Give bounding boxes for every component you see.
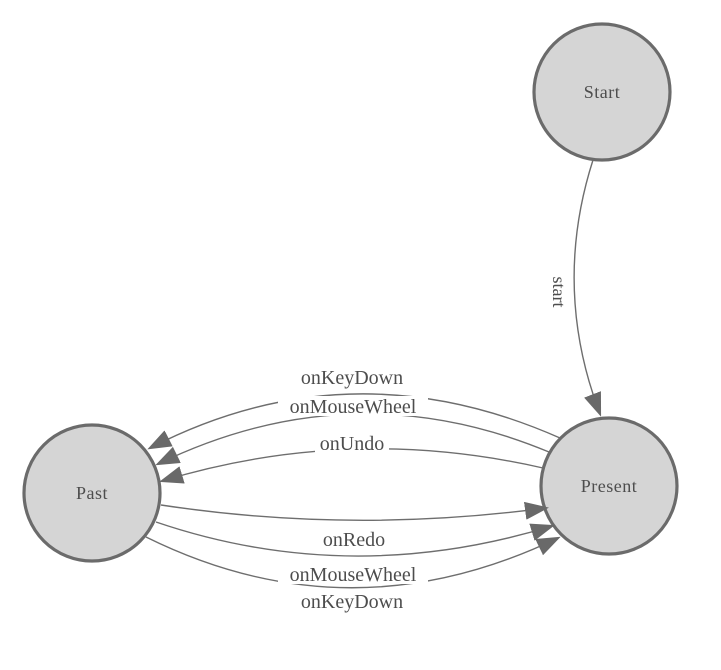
start-node-label: Start [584, 82, 621, 102]
edge-label-onmousewheel-bottom: onMouseWheel [278, 564, 428, 586]
edge-label-bg [289, 591, 415, 611]
node-start[interactable]: Start [532, 22, 672, 162]
edge-label-bg [278, 564, 428, 584]
svg-text:onRedo: onRedo [323, 529, 385, 551]
start-node-circle[interactable] [532, 22, 672, 162]
edge-label-onkeydown-bottom: onKeyDown [289, 591, 415, 613]
edge-label-onundo: onUndo [315, 432, 389, 455]
edge-label-bg [289, 367, 415, 387]
edge-label-bg [313, 528, 395, 550]
edge-label-onmousewheel-top: onMouseWheel [278, 396, 428, 418]
svg-text:onKeyDown: onKeyDown [301, 591, 403, 613]
edge-start-to-present[interactable] [573, 159, 602, 417]
edge-label-bg [315, 432, 389, 454]
svg-text:onMouseWheel: onMouseWheel [290, 564, 417, 586]
present-node-circle[interactable] [539, 416, 679, 556]
svg-text:onKeyDown: onKeyDown [301, 367, 403, 389]
edge-label-start: start [548, 270, 570, 314]
svg-text:onMouseWheel: onMouseWheel [290, 396, 417, 418]
edge-past-to-present-onmousewheel[interactable] [155, 521, 555, 557]
edge-present-to-past-onkeydown[interactable] [147, 393, 561, 450]
edge-past-to-present-onkeydown[interactable] [145, 536, 561, 589]
past-node-circle[interactable] [22, 423, 162, 563]
node-past[interactable]: Past [22, 423, 162, 563]
edge-label-onredo: onRedo [313, 528, 395, 551]
edge-label-onkeydown-top: onKeyDown [289, 367, 415, 389]
edge-label-bg [548, 270, 570, 314]
edge-label-bg [278, 396, 428, 416]
svg-text:start: start [549, 277, 569, 308]
present-node-label: Present [581, 476, 638, 496]
past-node-label: Past [76, 483, 108, 503]
node-present[interactable]: Present [539, 416, 679, 556]
edge-past-to-present-onredo[interactable] [160, 501, 549, 521]
svg-text:onUndo: onUndo [320, 433, 384, 455]
